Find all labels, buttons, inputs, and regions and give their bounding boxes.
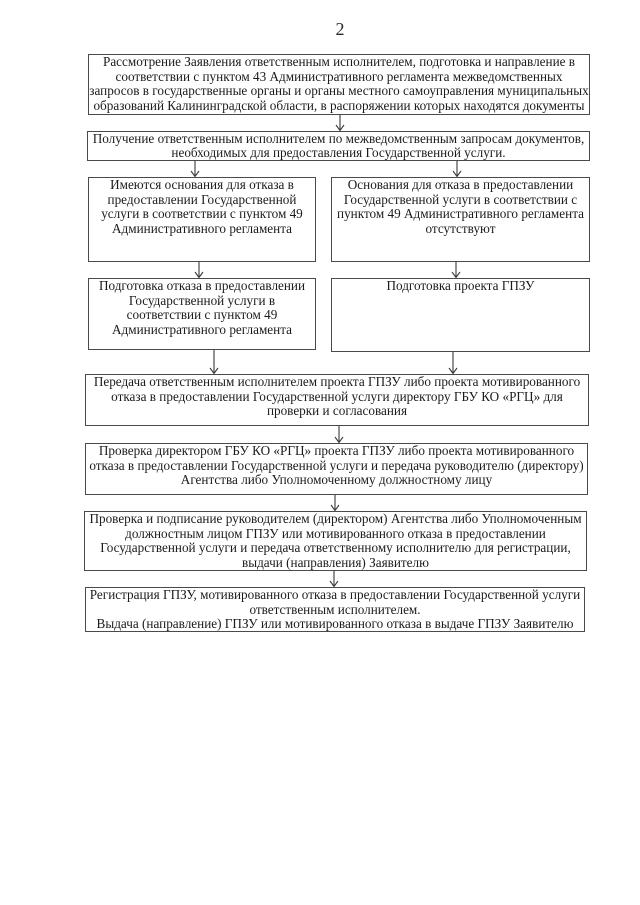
flowchart-box-receive-documents: Получение ответственным исполнителем по … (87, 131, 590, 161)
flowchart-box-review-application: Рассмотрение Заявления ответственным исп… (88, 54, 590, 115)
arrow-box9-to-box10 (329, 570, 339, 588)
arrow-box2-to-box3 (190, 161, 200, 178)
flowchart-box-refusal-grounds-exist: Имеются основания для отказа в предостав… (88, 177, 316, 262)
flowchart-box-transfer-to-director: Передача ответственным исполнителем прое… (85, 374, 589, 426)
arrow-box7-to-box8 (334, 426, 344, 444)
flowchart-box-registration-issuance: Регистрация ГПЗУ, мотивированного отказа… (85, 587, 585, 632)
arrow-box4-to-box6 (451, 262, 461, 279)
arrow-box8-to-box9 (330, 495, 340, 512)
flowchart-box-agency-head-signing: Проверка и подписание руководителем (дир… (84, 511, 587, 571)
flowchart-box-no-refusal-grounds: Основания для отказа в предоставлении Го… (331, 177, 590, 262)
arrow-box5-to-box7 (209, 350, 219, 375)
arrow-box6-to-box7 (448, 352, 458, 375)
arrow-box1-to-box2 (335, 115, 345, 132)
flowchart-box-prepare-refusal: Подготовка отказа в предоставлении Госуд… (88, 278, 316, 350)
arrow-box3-to-box5 (194, 262, 204, 279)
arrow-box2-to-box4 (452, 161, 462, 178)
flowchart-box-director-check: Проверка директором ГБУ КО «РГЦ» проекта… (85, 443, 588, 495)
flowchart-box-prepare-gpzu-draft: Подготовка проекта ГПЗУ (331, 278, 590, 352)
page-number: 2 (335, 19, 345, 39)
